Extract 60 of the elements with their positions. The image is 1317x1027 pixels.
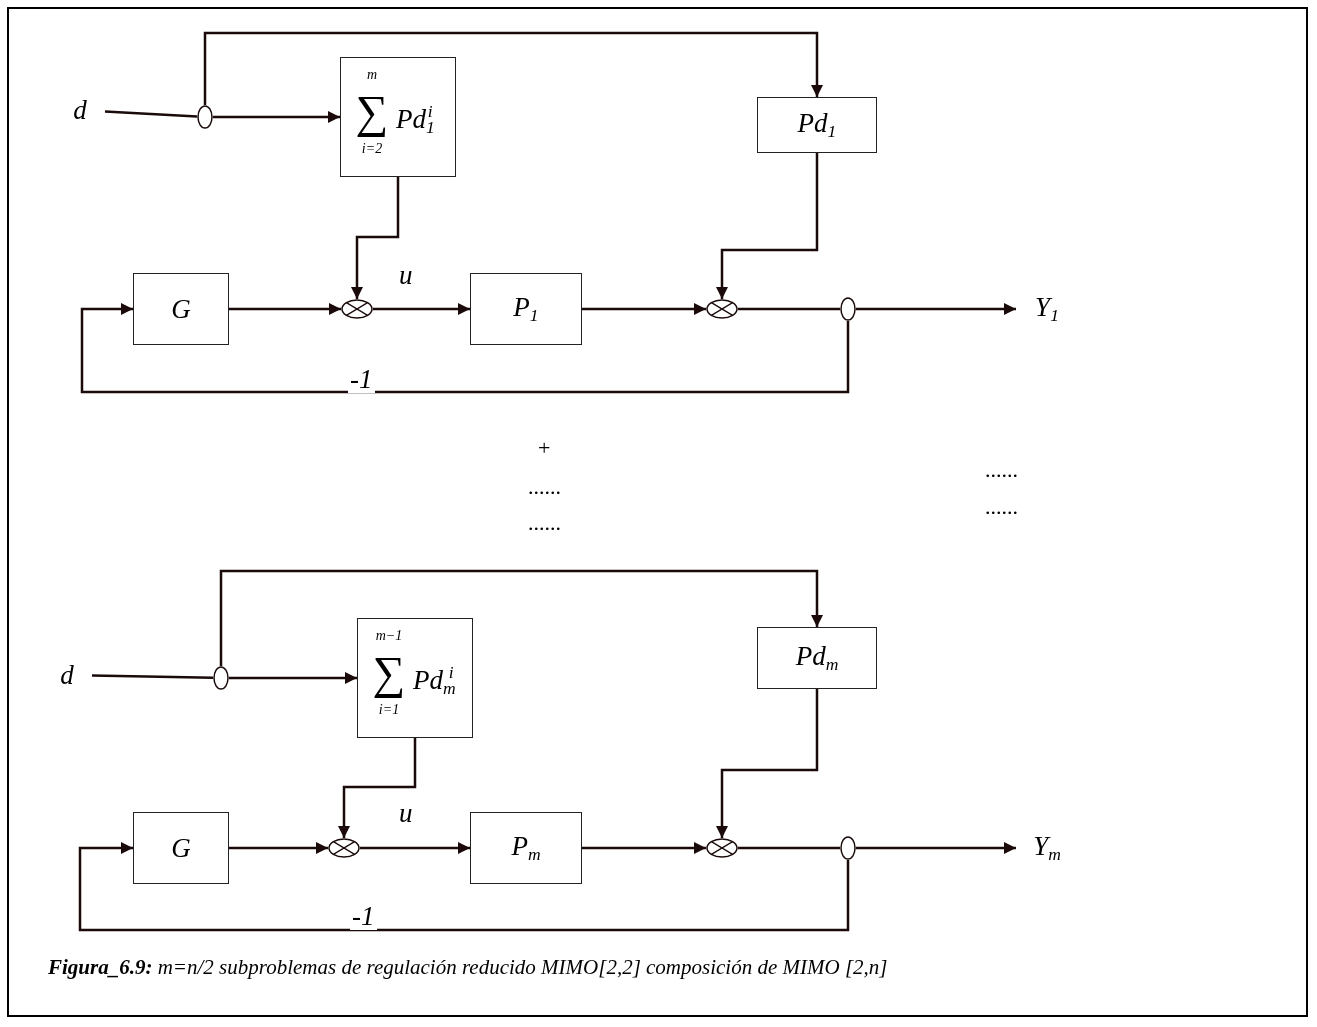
block-label: P$_{1}$ — [513, 293, 539, 325]
summing-junction — [328, 838, 360, 858]
block-label: P$_{m}$ — [511, 832, 541, 864]
signal-arrow — [80, 303, 850, 394]
note-text: ...... — [528, 476, 561, 498]
note-text: ...... — [985, 459, 1018, 481]
signal-line — [738, 307, 840, 311]
block-label: G — [171, 834, 191, 862]
takeoff-point — [197, 105, 213, 129]
signal-arrow — [78, 842, 850, 932]
signal-arrow — [229, 842, 328, 854]
summation-sign: ∑ — [354, 89, 390, 135]
summation-limit: m−1 — [374, 628, 404, 644]
signal-arrow — [373, 303, 470, 315]
signal-arrow — [213, 111, 340, 123]
signal-arrow — [338, 738, 417, 838]
transfer-block — [757, 97, 877, 153]
figure-caption: Figura_6.9: m=n/2 subproblemas de regulación reducido MIMO[2,2] composición de MIMO [2,n] — [48, 955, 888, 980]
takeoff-point — [840, 836, 856, 860]
note-text: + — [538, 437, 551, 459]
transfer-block — [470, 273, 582, 345]
signal-label: d — [73, 96, 87, 124]
takeoff-point — [840, 297, 856, 321]
transfer-block — [470, 812, 582, 884]
signal-line — [104, 110, 198, 118]
summation-limit: i=1 — [377, 702, 401, 718]
signal-label: d — [60, 661, 74, 689]
takeoff-point — [213, 666, 229, 690]
summing-junction — [341, 299, 373, 319]
summation-block — [340, 57, 456, 177]
block-label: G — [171, 295, 191, 323]
signal-arrow — [716, 153, 819, 299]
block-label: Pd$_{m}$ — [795, 642, 839, 674]
signal-label: Y$_{m}$ — [1033, 832, 1061, 864]
summation-sign: ∑ — [371, 650, 407, 696]
signal-arrow — [856, 303, 1016, 315]
note-text: ...... — [528, 512, 561, 534]
signal-arrow — [219, 569, 823, 666]
block-label: Pd$_{1}$ — [797, 109, 837, 141]
summation-limit: i=2 — [360, 141, 384, 157]
signal-arrow — [582, 842, 706, 854]
transfer-block — [133, 273, 229, 345]
signal-label: Y$_{1}$ — [1035, 293, 1059, 325]
signal-arrow — [203, 31, 823, 105]
summation-limit: m — [365, 67, 379, 83]
signal-arrow — [229, 672, 357, 684]
signal-arrow — [582, 303, 706, 315]
transfer-block — [133, 812, 229, 884]
signal-arrow — [716, 689, 819, 838]
signal-arrow — [360, 842, 470, 854]
signal-line — [91, 674, 214, 680]
transfer-block — [757, 627, 877, 689]
summing-junction — [706, 838, 738, 858]
signal-line — [738, 846, 840, 850]
note-text: ...... — [985, 496, 1018, 518]
summing-junction — [706, 299, 738, 319]
summation-block — [357, 618, 473, 738]
signal-arrow — [351, 177, 400, 299]
signal-arrow — [229, 303, 341, 315]
signal-arrow — [856, 842, 1016, 854]
